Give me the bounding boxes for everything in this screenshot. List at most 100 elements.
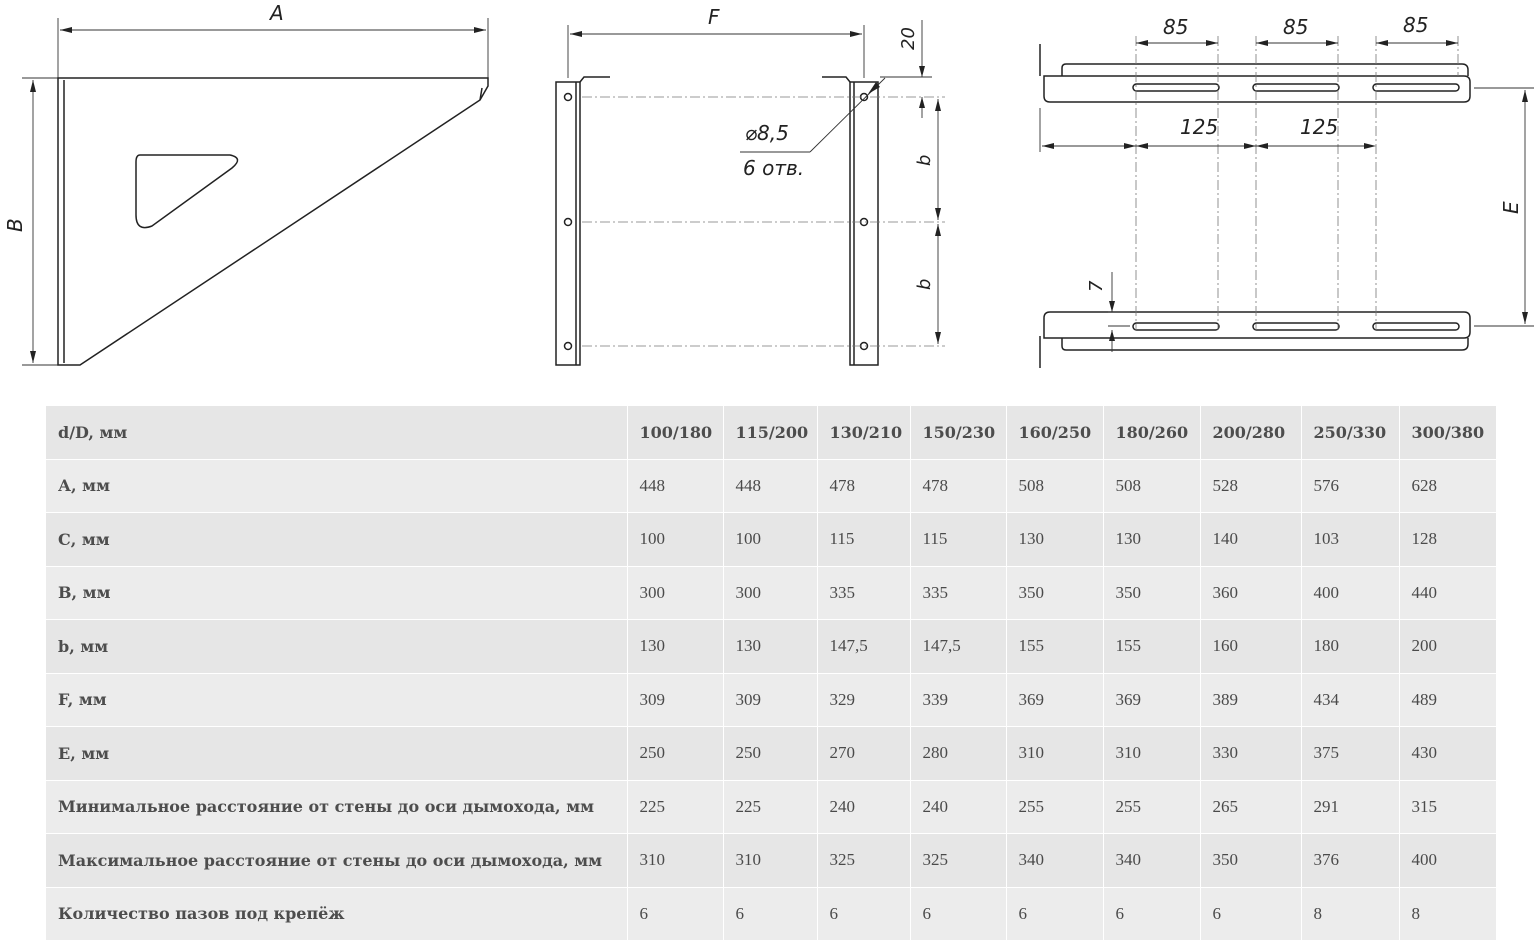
bracket-side-view: A B: [3, 1, 489, 366]
table-cell: 350: [1103, 566, 1201, 620]
row-label: Количество пазов под крепёж: [46, 887, 628, 941]
table-cell: 369: [1103, 673, 1201, 727]
table-cell: 240: [910, 780, 1007, 834]
table-cell: 6: [1103, 887, 1201, 941]
table-cell: 300: [627, 566, 724, 620]
bracket-top-view: 85 85 85 125 125 E 7: [1039, 13, 1534, 368]
dim-label-b-height: B: [3, 218, 27, 232]
dim-label-b-upper: b: [914, 155, 935, 166]
table-cell: 325: [910, 833, 1007, 888]
table-cell: 6: [723, 887, 818, 941]
table-cell: 100: [627, 512, 724, 567]
row-label: b, мм: [46, 619, 628, 674]
table-cell: 350: [1200, 833, 1302, 888]
slot-length-label-2: 85: [1283, 15, 1308, 39]
table-cell: 489: [1399, 673, 1497, 727]
table-cell: 6: [627, 887, 724, 941]
table-cell: 389: [1200, 673, 1302, 727]
table-cell: 8: [1399, 887, 1497, 941]
table-cell: 6: [1006, 887, 1104, 941]
row-label: E, мм: [46, 726, 628, 781]
table-row: Минимальное расстояние от стены до оси д…: [46, 780, 1497, 834]
table-cell: 310: [1103, 726, 1201, 781]
table-cell: 300: [723, 566, 818, 620]
table-cell: 100: [723, 512, 818, 567]
row-label: Максимальное расстояние от стены до оси …: [46, 833, 628, 888]
table-cell: 250/330: [1301, 406, 1400, 460]
table-cell: 6: [817, 887, 911, 941]
slot-length-label-3: 85: [1403, 13, 1428, 37]
table-cell: 250: [627, 726, 724, 781]
table-cell: 369: [1006, 673, 1104, 727]
row-label: В, мм: [46, 566, 628, 620]
table-cell: 376: [1301, 833, 1400, 888]
table-cell: 250: [723, 726, 818, 781]
hole-count-label: 6 отв.: [743, 156, 804, 180]
table-cell: 360: [1200, 566, 1302, 620]
slot-length-label-1: 85: [1163, 15, 1188, 39]
table-cell: 6: [1200, 887, 1302, 941]
table-cell: 291: [1301, 780, 1400, 834]
table-cell: 335: [910, 566, 1007, 620]
table-cell: 325: [817, 833, 911, 888]
row-label: С, мм: [46, 512, 628, 567]
table-cell: 329: [817, 673, 911, 727]
table-cell: 628: [1399, 459, 1497, 513]
table-cell: 309: [723, 673, 818, 727]
table-cell: 350: [1006, 566, 1104, 620]
table-cell: 310: [627, 833, 724, 888]
table-cell: 340: [1006, 833, 1104, 888]
dim-label-e: E: [1499, 201, 1523, 214]
table-cell: 6: [910, 887, 1007, 941]
table-cell: 300/380: [1399, 406, 1497, 460]
table-cell: 115/200: [723, 406, 818, 460]
table-cell: 310: [1006, 726, 1104, 781]
bracket-technical-drawings: A B F: [3, 1, 1534, 368]
table-cell: 310: [723, 833, 818, 888]
table-cell: 225: [627, 780, 724, 834]
row-label: Минимальное расстояние от стены до оси д…: [46, 780, 628, 834]
table-cell: 508: [1006, 459, 1104, 513]
table-cell: 448: [627, 459, 724, 513]
row-label: d/D, мм: [46, 406, 628, 460]
table-cell: 180: [1301, 619, 1400, 674]
row-label: F, мм: [46, 673, 628, 727]
table-cell: 155: [1103, 619, 1201, 674]
table-cell: 130: [723, 619, 818, 674]
table-cell: 265: [1200, 780, 1302, 834]
table-cell: 160/250: [1006, 406, 1104, 460]
table-cell: 400: [1399, 833, 1497, 888]
table-cell: 240: [817, 780, 911, 834]
table-cell: 115: [817, 512, 911, 567]
table-cell: 255: [1103, 780, 1201, 834]
table-cell: 430: [1399, 726, 1497, 781]
slot-spacing-label-2: 125: [1300, 115, 1338, 139]
dim-label-7: 7: [1086, 280, 1107, 292]
table-cell: 147,5: [910, 619, 1007, 674]
table-cell: 155: [1006, 619, 1104, 674]
row-label: А, мм: [46, 459, 628, 513]
table-cell: 270: [817, 726, 911, 781]
table-cell: 130: [627, 619, 724, 674]
slot-spacing-label-1: 125: [1180, 115, 1218, 139]
table-cell: 147,5: [817, 619, 911, 674]
table-cell: 255: [1006, 780, 1104, 834]
table-cell: 330: [1200, 726, 1302, 781]
table-cell: 180/260: [1103, 406, 1201, 460]
table-cell: 160: [1200, 619, 1302, 674]
table-cell: 100/180: [627, 406, 724, 460]
table-cell: 335: [817, 566, 911, 620]
dim-label-f: F: [708, 5, 720, 29]
table-cell: 309: [627, 673, 724, 727]
table-cell: 150/230: [910, 406, 1007, 460]
table-cell: 478: [910, 459, 1007, 513]
table-cell: 440: [1399, 566, 1497, 620]
